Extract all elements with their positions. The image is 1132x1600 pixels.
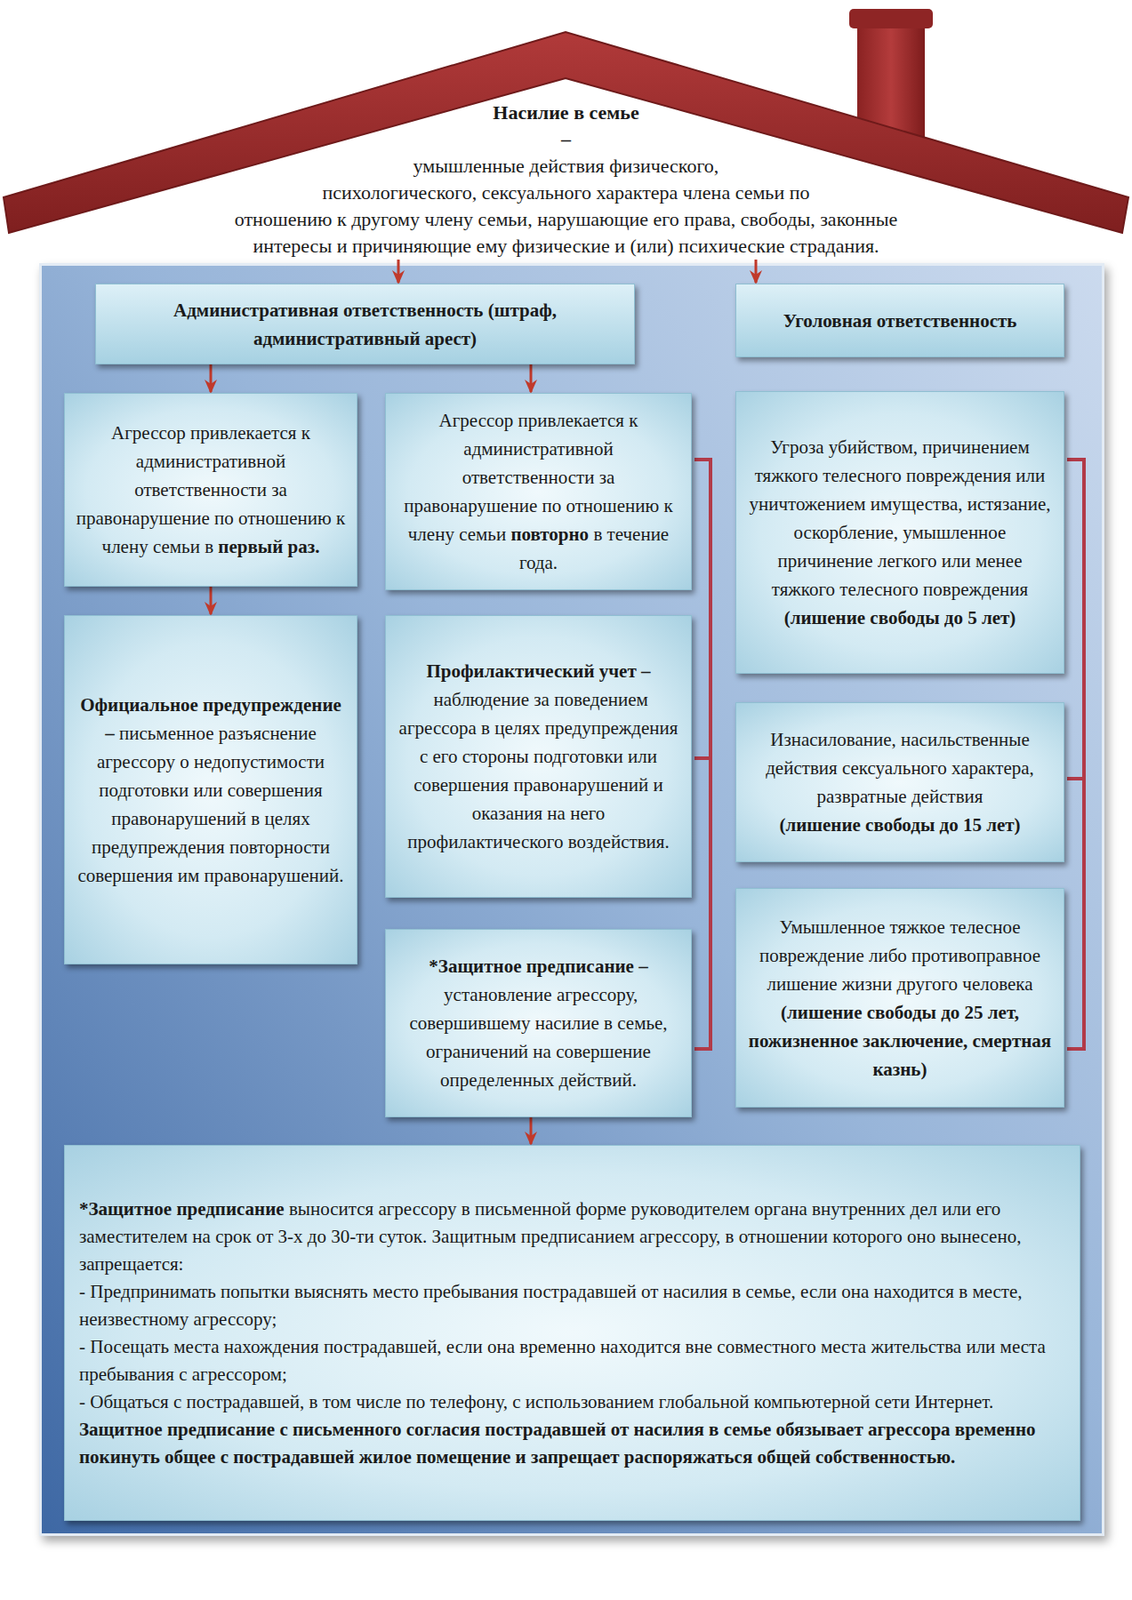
node-text: Насилие в семье – xyxy=(88,99,1044,153)
arrow-connector xyxy=(209,586,213,615)
text-group: Угроза убийством, причинением тяжкого те… xyxy=(746,433,1053,633)
node-text: Уголовная ответственность xyxy=(746,306,1053,336)
penalty-box: Умышленное тяжкое телесное повреждение л… xyxy=(735,888,1065,1108)
node-text: - Общаться с пострадавшей, в том числе п… xyxy=(79,1388,1066,1417)
node-text: Административная ответственность (штраф,… xyxy=(106,296,624,354)
node-text: (лишение свободы до 15 лет) xyxy=(746,810,1053,840)
text-group: Уголовная ответственность xyxy=(746,306,1053,336)
node-text: (лишение свободы до 25 лет, пожизненное … xyxy=(746,998,1053,1084)
arrow-connector xyxy=(754,259,758,283)
node-text: установление агрессору, совершившему нас… xyxy=(409,984,667,1092)
text-group: Изнасилование, насильственные действия с… xyxy=(746,725,1053,840)
text-group: Профилактический учет – наблюдение за пов… xyxy=(396,657,681,857)
header-box: Уголовная ответственность xyxy=(735,283,1065,358)
arrow-connector xyxy=(397,259,401,283)
process-box: Агрессор привлекается к административной… xyxy=(385,393,692,591)
process-box: Агрессор привлекается к административной… xyxy=(64,393,358,587)
measure-box: Профилактический учет – наблюдение за пов… xyxy=(385,615,692,899)
bracket xyxy=(694,459,711,1050)
definition-text: Насилие в семье –умышленные действия физ… xyxy=(88,99,1044,260)
text-group: Агрессор привлекается к административной… xyxy=(396,406,681,578)
measure-box: *Защитное предписание – установление агре… xyxy=(385,929,692,1118)
arrow-connector xyxy=(209,364,213,393)
node-text: повторно xyxy=(510,523,589,546)
node-text: письменное разъяснение агрессору о недоп… xyxy=(77,722,344,887)
text-group: Административная ответственность (штраф,… xyxy=(106,296,624,354)
text-group: Умышленное тяжкое телесное повреждение л… xyxy=(746,913,1053,1084)
text-group: Официальное предупреждение –письменное р… xyxy=(75,690,346,891)
measure-box: Официальное предупреждение –письменное р… xyxy=(64,615,358,965)
node-text: *Защитное предписание xyxy=(79,1198,285,1221)
node-text: умышленные действия физического, психоло… xyxy=(234,154,899,257)
node-text: - Посещать места нахождения пострадавшей… xyxy=(79,1333,1066,1389)
bracket xyxy=(1067,459,1084,1050)
node-text: - Предпринимать попытки выяснять место п… xyxy=(79,1278,1066,1334)
penalty-box: Угроза убийством, причинением тяжкого те… xyxy=(735,391,1065,675)
chimney-cap xyxy=(849,8,933,29)
node-text: Защитное предписание с письменного согла… xyxy=(79,1416,1066,1472)
text-group: Агрессор привлекается к административной… xyxy=(75,418,346,562)
node-text: (лишение свободы до 5 лет) xyxy=(746,603,1053,633)
note-box: *Защитное предписаниевыносится агрессору… xyxy=(64,1145,1081,1522)
text-group: *Защитное предписаниевыносится агрессору… xyxy=(79,1196,1066,1472)
header-box: Административная ответственность (штраф,… xyxy=(95,283,635,365)
penalty-box: Изнасилование, насильственные действия с… xyxy=(735,702,1065,863)
node-text: первый раз. xyxy=(217,536,320,558)
arrow-connector xyxy=(529,1117,533,1145)
node-text: *Защитное предписание – xyxy=(428,955,648,978)
text-group: *Защитное предписание – установление агре… xyxy=(396,952,681,1095)
node-text: Профилактический учет – xyxy=(426,660,651,683)
node-text: Угроза убийством, причинением тяжкого те… xyxy=(746,433,1053,604)
node-text: Изнасилование, насильственные действия с… xyxy=(746,725,1053,811)
arrow-connector xyxy=(529,364,533,393)
node-text: Умышленное тяжкое телесное повреждение л… xyxy=(746,913,1053,999)
node-text: наблюдение за поведением агрессора в цел… xyxy=(399,689,679,853)
